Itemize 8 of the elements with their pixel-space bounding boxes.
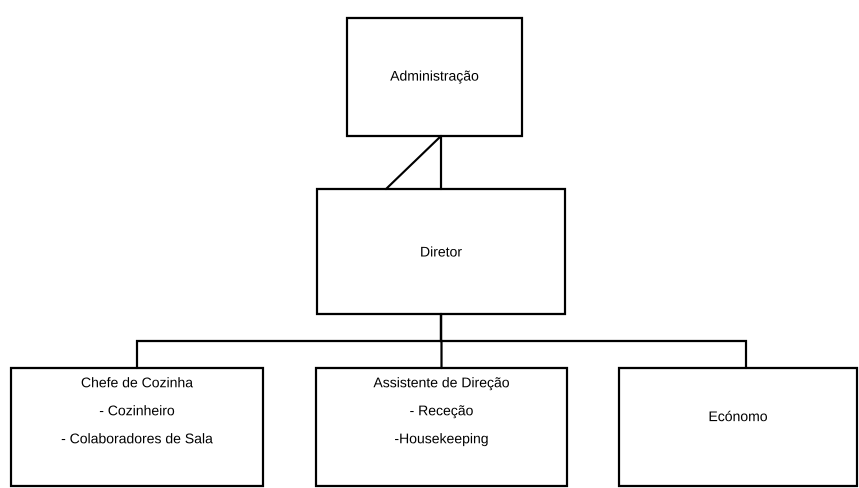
org-box: Diretor xyxy=(316,188,566,316)
org-box: Administração xyxy=(346,16,524,138)
connector-line xyxy=(440,134,442,190)
connector-line xyxy=(384,134,442,190)
org-box: Assistente de Direção - Receção -Housekeeping xyxy=(314,366,568,488)
org-box: Ecónomo xyxy=(618,366,858,488)
connector-line xyxy=(440,312,748,370)
org-box: Chefe de Cozinha - Cozinheiro - Colaboradores de Sala xyxy=(10,366,264,488)
